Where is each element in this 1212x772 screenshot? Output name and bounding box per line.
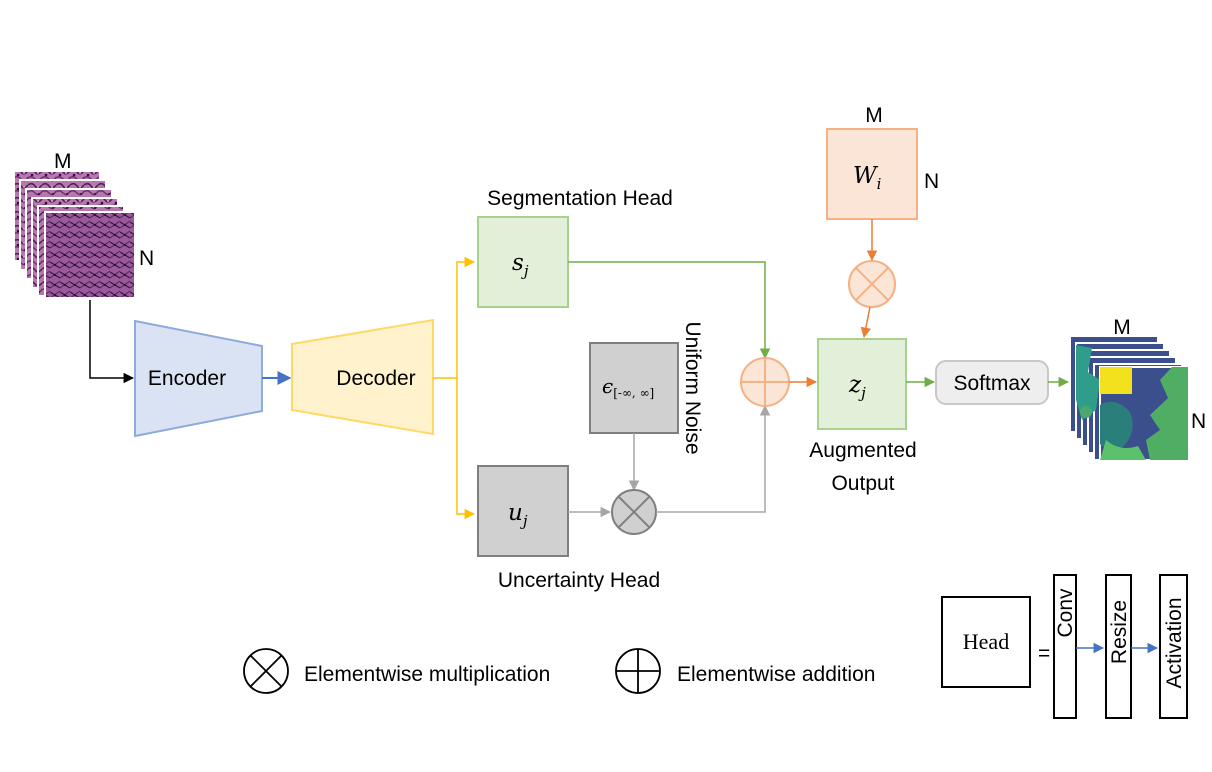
resize-legend-box (1105, 574, 1132, 719)
uncertainty-head-box (477, 465, 569, 557)
input-image-stack (13, 170, 136, 299)
segmentation-head-subscript: j (521, 262, 529, 280)
add-legend-icon (615, 648, 661, 694)
resize-legend-label: Resize (1108, 600, 1131, 664)
activation-legend-box (1159, 574, 1188, 719)
augmented-output-box (817, 338, 907, 430)
weights-multiply-icon (848, 260, 896, 308)
add-legend-label: Elementwise addition (677, 663, 875, 686)
encoder-label: Encoder (148, 367, 226, 390)
augmented-output-title-line2: Output (831, 472, 894, 495)
input-m-label: M (54, 150, 72, 173)
weights-n-label: N (924, 170, 939, 193)
activation-legend-label: Activation (1163, 597, 1186, 688)
noise-symbol: ϵ[-∞, ∞] (602, 374, 654, 400)
decoder-label: Decoder (336, 367, 415, 390)
softmax-label: Softmax (953, 372, 1031, 395)
input-to-encoder-arrow (89, 300, 135, 384)
augmented-output-subscript: j (858, 384, 866, 402)
head-legend-equals: = (1038, 642, 1050, 665)
weights-product-to-augmented-arrow (860, 306, 872, 339)
conv-legend-label: Conv (1054, 588, 1077, 638)
weights-symbol: Wi (853, 163, 882, 193)
uncertainty-head-symbol: uj (508, 500, 528, 530)
noise-subscript: [-∞, ∞] (613, 386, 654, 400)
augmented-output-symbol: zj (848, 372, 866, 402)
noise-product-to-add-arrow (656, 404, 771, 513)
weights-subscript: i (877, 175, 882, 193)
augmented-output-title-line1: Augmented (809, 439, 916, 462)
weights-box (826, 128, 918, 220)
decoder-branch-arrows (433, 256, 476, 520)
output-mask-stack (1069, 335, 1189, 461)
output-n-label: N (1191, 410, 1206, 433)
noise-box (589, 342, 679, 434)
segmentation-head-title: Segmentation Head (487, 187, 673, 210)
multiply-legend-icon (243, 648, 289, 694)
noise-title: Uniform Noise (681, 321, 704, 454)
head-legend-box (941, 596, 1031, 688)
weights-m-label: M (865, 104, 883, 127)
uncertainty-head-subscript: j (520, 512, 528, 530)
head-legend-label: Head (963, 629, 1009, 654)
elementwise-add-icon (740, 357, 790, 407)
segmentation-to-add-arrow (568, 261, 771, 360)
decoder-block (291, 318, 434, 436)
output-m-label: M (1113, 316, 1131, 339)
conv-legend-box (1053, 574, 1077, 719)
encoder-block (134, 319, 263, 438)
input-n-label: N (139, 247, 154, 270)
noise-multiply-icon (611, 489, 657, 535)
segmentation-head-symbol: sj (512, 250, 529, 280)
segmentation-head-box (477, 216, 569, 308)
multiply-legend-label: Elementwise multiplication (304, 663, 550, 686)
uncertainty-head-title: Uncertainty Head (498, 569, 660, 592)
